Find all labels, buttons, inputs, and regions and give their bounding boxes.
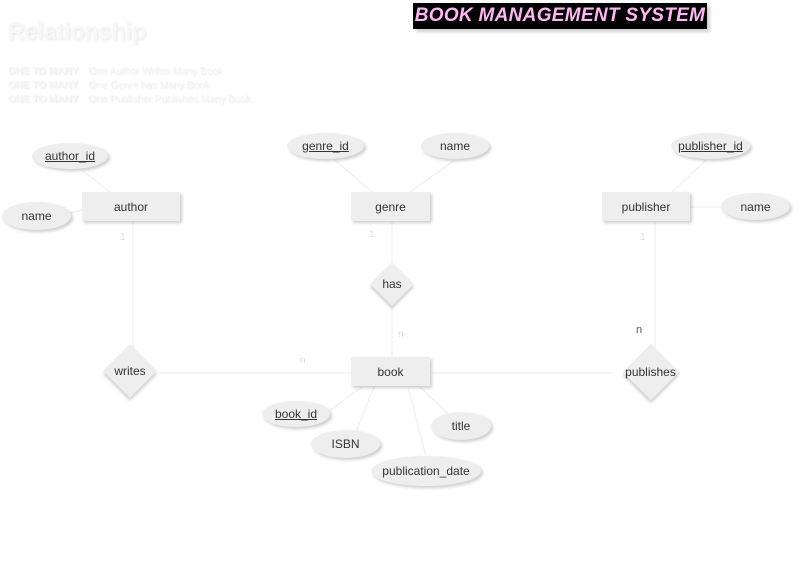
legend-text: One Publisher Publishes Many Book bbox=[88, 94, 251, 105]
relationship-label: has bbox=[382, 277, 402, 291]
cardinality-genre: 1 bbox=[369, 229, 375, 240]
link-book-bookid bbox=[329, 386, 363, 411]
legend-key: ONE TO MANY bbox=[8, 66, 79, 77]
attribute-book-id[interactable]: book_id bbox=[262, 401, 330, 427]
diagram-title: BOOK MANAGEMENT SYSTEM bbox=[414, 5, 706, 26]
attribute-genre-id[interactable]: genre_id bbox=[287, 133, 364, 159]
entity-publisher[interactable]: publisher bbox=[602, 192, 690, 221]
relationship-label: publishes bbox=[625, 365, 676, 379]
attribute-title[interactable]: title bbox=[431, 412, 491, 440]
link-genre-genreid bbox=[334, 159, 373, 193]
link-author-authorid bbox=[81, 169, 111, 193]
legend-line: ONE TO MANY One Genre has Many Book bbox=[8, 80, 210, 91]
relationship-writes[interactable]: writes bbox=[102, 344, 158, 398]
legend-text: One Genre has Many Book bbox=[88, 80, 210, 91]
link-book-isbn bbox=[355, 386, 375, 433]
legend-heading: Relationship bbox=[8, 18, 147, 44]
cardinality-writes-book: n bbox=[300, 355, 306, 366]
legend-text: One Author Writes Many Book bbox=[88, 66, 223, 77]
legend-key: ONE TO MANY bbox=[8, 80, 79, 91]
relationship-publishes[interactable]: publishes bbox=[612, 343, 689, 401]
attribute-genre-name[interactable]: name bbox=[421, 133, 489, 159]
legend-line: ONE TO MANY One Author Writes Many Book bbox=[8, 66, 223, 77]
link-book-pubdate bbox=[407, 386, 427, 457]
cardinality-publisher: 1 bbox=[640, 232, 646, 243]
entity-book[interactable]: book bbox=[351, 357, 430, 386]
link-author-name bbox=[69, 209, 83, 214]
entity-author[interactable]: author bbox=[82, 192, 180, 221]
attribute-author-id[interactable]: author_id bbox=[32, 143, 108, 169]
link-genre-name bbox=[409, 159, 456, 193]
attribute-isbn[interactable]: ISBN bbox=[311, 430, 380, 458]
link-publisher-pubid bbox=[671, 159, 707, 193]
cardinality-has-book: n bbox=[398, 329, 404, 340]
relationship-label: writes bbox=[114, 364, 146, 378]
link-book-title bbox=[419, 386, 448, 414]
attribute-publisher-id[interactable]: publisher_id bbox=[671, 133, 750, 159]
legend-line: ONE TO MANY One Publisher Publishes Many … bbox=[8, 94, 251, 105]
legend-key: ONE TO MANY bbox=[8, 94, 79, 105]
cardinality-publishes: n bbox=[636, 324, 643, 336]
title-banner: BOOK MANAGEMENT SYSTEM bbox=[413, 3, 707, 29]
entity-genre[interactable]: genre bbox=[351, 192, 430, 221]
attribute-publisher-name[interactable]: name bbox=[721, 193, 790, 220]
attribute-publication-date[interactable]: publication_date bbox=[371, 456, 481, 486]
cardinality-author: 1 bbox=[120, 232, 126, 243]
attribute-author-name[interactable]: name bbox=[2, 202, 71, 230]
relationship-has[interactable]: has bbox=[368, 262, 416, 306]
